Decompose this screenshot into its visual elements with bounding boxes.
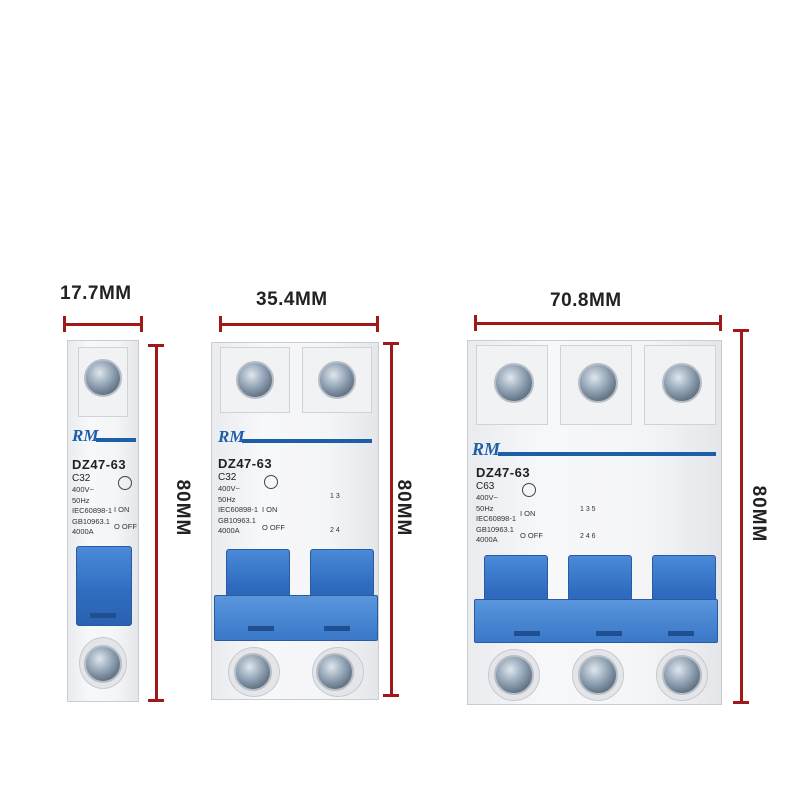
breaker-double-pole: RM DZ47-63 C32 400V~ 50Hz IEC60898-1 GB1…: [211, 342, 379, 700]
model-label: DZ47-63: [476, 465, 531, 480]
dimension-line-triple-width: [475, 322, 721, 325]
brand-logo-stripe: [242, 439, 372, 443]
brand-logo: RM: [218, 427, 245, 446]
dimension-label-double-width: 35.4MM: [256, 289, 328, 310]
toggle-handle-bar[interactable]: [474, 599, 718, 643]
dimension-line-single-height: [155, 345, 158, 701]
dimension-label-single-width: 17.7MM: [60, 283, 132, 304]
spec-text: 400V~ 50Hz IEC60898-1 GB10963.1 4000A: [72, 485, 113, 536]
toggle-grip: [514, 631, 540, 636]
terminal-screw-icon: [494, 363, 534, 403]
dimension-label-single-height: 80MM: [172, 479, 193, 537]
toggle-handle-bar[interactable]: [214, 595, 378, 641]
dimension-line-double-height: [390, 343, 393, 696]
breaker-triple-pole: RM DZ47-63 C63 400V~ 50Hz IEC60898-1 GB1…: [467, 340, 722, 705]
toggle-grip: [596, 631, 622, 636]
on-label: I ON: [262, 505, 278, 514]
toggle-grip: [668, 631, 694, 636]
toggle-switch[interactable]: [76, 546, 132, 626]
brand-logo-stripe: [498, 452, 716, 456]
dimension-label-triple-height: 80MM: [748, 485, 769, 543]
terminal-housing-top: [302, 347, 372, 413]
terminal-screw-icon: [578, 363, 618, 403]
dimension-tick: [733, 329, 749, 332]
toggle-grip: [324, 626, 350, 631]
toggle-grip: [248, 626, 274, 631]
dimension-line-single-width: [64, 323, 142, 326]
model-label: DZ47-63: [218, 456, 273, 471]
terminal-screw-icon: [662, 655, 702, 695]
dimension-tick: [719, 315, 722, 331]
off-label: O OFF: [520, 531, 543, 540]
dimension-tick: [219, 316, 222, 332]
model-label: DZ47-63: [72, 457, 127, 472]
ccc-mark-icon: [118, 476, 132, 490]
on-label: I ON: [114, 505, 130, 514]
on-label: I ON: [520, 509, 536, 518]
dimension-tick: [148, 344, 164, 347]
ccc-mark-icon: [522, 483, 536, 497]
rating-label: C32: [72, 473, 91, 484]
dimension-tick: [383, 694, 399, 697]
off-label: O OFF: [114, 522, 137, 531]
terminal-screw-icon: [84, 359, 122, 397]
brand-logo: RM: [72, 426, 99, 445]
terminal-screw-icon: [316, 653, 354, 691]
dimension-label-triple-width: 70.8MM: [550, 290, 622, 311]
ccc-mark-icon: [264, 475, 278, 489]
terminal-screw-icon: [236, 361, 274, 399]
dimension-label-double-height: 80MM: [393, 479, 414, 537]
terminal-screw-icon: [84, 645, 122, 683]
breaker-single-pole: RM DZ47-63 C32 400V~ 50Hz IEC60898-1 GB1…: [67, 340, 139, 702]
spec-text: 400V~ 50Hz IEC60898-1 GB10963.1 4000A: [476, 493, 517, 544]
terminal-screw-icon: [662, 363, 702, 403]
dimension-tick: [383, 342, 399, 345]
dimension-tick: [376, 316, 379, 332]
toggle-grip: [90, 613, 116, 618]
dimension-tick: [148, 699, 164, 702]
dimension-tick: [140, 316, 143, 332]
dimension-tick: [733, 701, 749, 704]
circuit-diagram-bottom-label: 2 4: [330, 527, 340, 534]
dimension-line-triple-height: [740, 330, 743, 703]
dimension-line-double-width: [220, 323, 378, 326]
rating-label: C63: [476, 481, 495, 492]
circuit-diagram-bottom-label: 2 4 6: [580, 533, 596, 540]
brand-logo: RM: [472, 439, 501, 459]
circuit-diagram-top-label: 1 3: [330, 493, 340, 500]
off-label: O OFF: [262, 523, 285, 532]
terminal-screw-icon: [494, 655, 534, 695]
terminal-screw-icon: [318, 361, 356, 399]
dimension-tick: [474, 315, 477, 331]
spec-text: 400V~ 50Hz IEC60898-1 GB10963.1 4000A: [218, 484, 259, 535]
dimension-tick: [63, 316, 66, 332]
terminal-screw-icon: [234, 653, 272, 691]
rating-label: C32: [218, 472, 237, 483]
terminal-screw-icon: [578, 655, 618, 695]
brand-logo-stripe: [96, 438, 136, 442]
circuit-diagram-top-label: 1 3 5: [580, 506, 596, 513]
